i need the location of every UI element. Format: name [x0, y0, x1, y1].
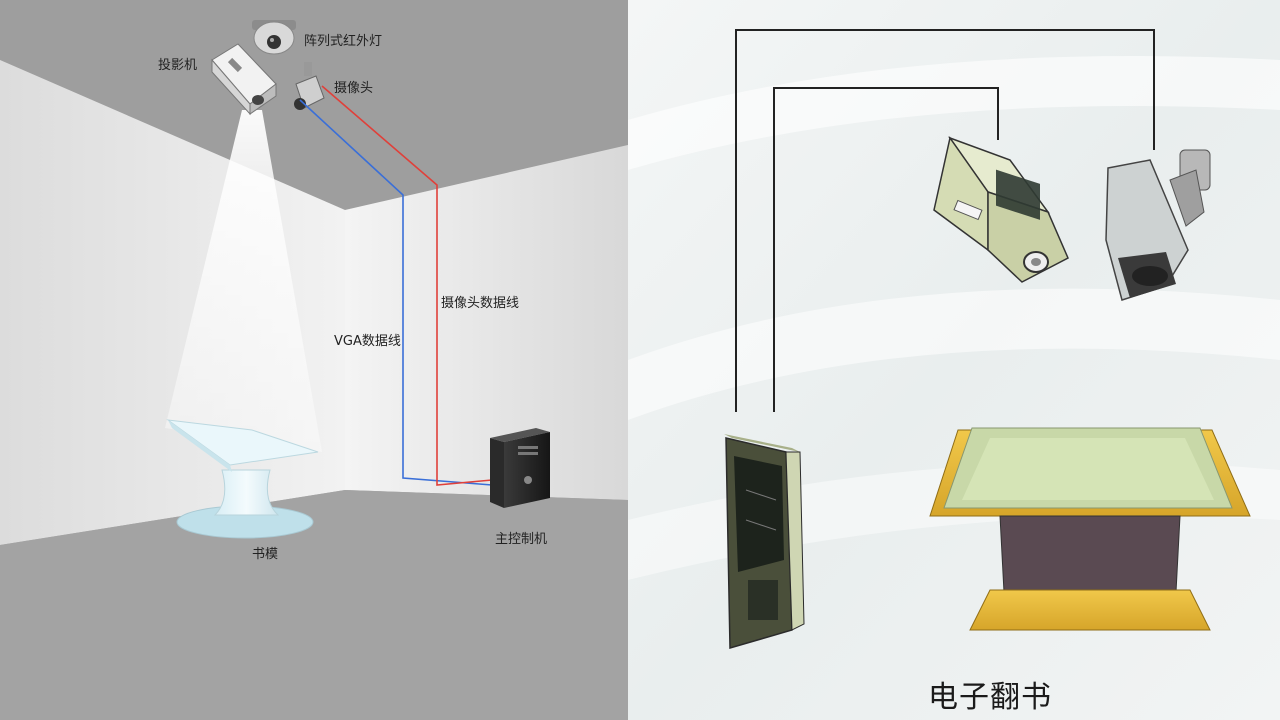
pc-device	[724, 434, 805, 649]
book-model-label: 书模	[252, 547, 279, 562]
projector	[211, 43, 277, 116]
main-controller-label: 主控制机	[495, 532, 548, 547]
projector-beam	[165, 110, 322, 452]
book-stand-device	[929, 427, 1251, 631]
projector-label: 投影机	[158, 58, 198, 73]
room-scene	[0, 0, 628, 720]
camera-label: 摄像头	[334, 81, 374, 96]
ceiling	[0, 0, 628, 210]
camera-cable	[321, 85, 493, 486]
ir-lamp	[252, 20, 296, 55]
cable-to-projector	[773, 87, 999, 412]
book-model	[166, 419, 319, 539]
cable-to-camera	[735, 29, 1155, 412]
caption-electronic-book: 电子翻书	[928, 680, 1052, 715]
camera	[294, 62, 325, 110]
right-panel	[628, 0, 1280, 720]
ir-light-label: 阵列式红外灯	[304, 34, 383, 49]
vga-cable-label: VGA数据线	[334, 334, 401, 349]
vga-cable	[299, 99, 493, 486]
camera-cable-label: 摄像头数据线	[441, 296, 520, 311]
floor	[0, 490, 628, 720]
back-wall	[345, 145, 628, 500]
main-controller-pc	[490, 428, 550, 508]
camera-device	[1105, 149, 1211, 301]
projector-device	[933, 136, 1069, 283]
